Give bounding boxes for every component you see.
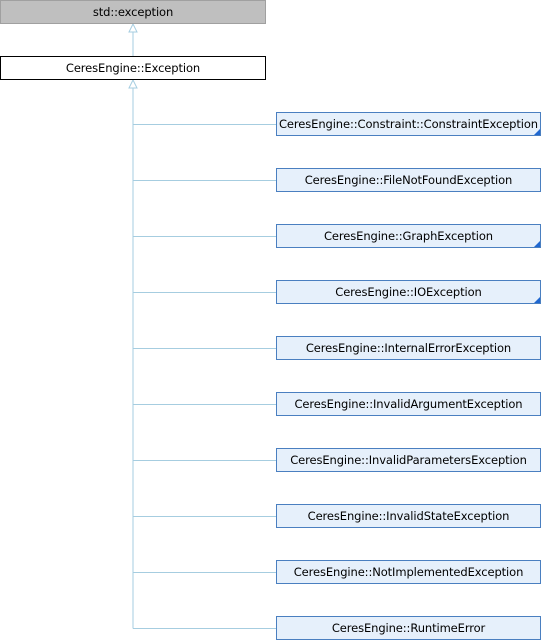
arrowhead-to-std-exception [128, 22, 138, 33]
node-label: CeresEngine::InvalidParametersException [290, 453, 527, 467]
child-class-node[interactable]: CeresEngine::InvalidStateException [276, 504, 541, 528]
child-class-node[interactable]: CeresEngine::IOException [276, 280, 541, 304]
node-label: CeresEngine::Exception [65, 61, 201, 75]
child-class-node[interactable]: CeresEngine::InternalErrorException [276, 336, 541, 360]
node-label: CeresEngine::InvalidStateException [307, 509, 510, 523]
node-label: CeresEngine::Constraint::ConstraintExcep… [279, 117, 538, 131]
child-class-node[interactable]: CeresEngine::GraphException [276, 224, 541, 248]
node-label: CeresEngine::IOException [335, 285, 482, 299]
node-label: CeresEngine::GraphException [324, 229, 493, 243]
node-ceresengine-exception: CeresEngine::Exception [0, 56, 266, 80]
child-class-node[interactable]: CeresEngine::Constraint::ConstraintExcep… [276, 112, 541, 136]
node-label: CeresEngine::InternalErrorException [305, 341, 512, 355]
node-label: CeresEngine::FileNotFoundException [304, 173, 513, 187]
child-class-node[interactable]: CeresEngine::InvalidParametersException [276, 448, 541, 472]
arrowhead-to-ceresengine-exception [128, 78, 138, 89]
child-class-node[interactable]: CeresEngine::InvalidArgumentException [276, 392, 541, 416]
node-label: CeresEngine::InvalidArgumentException [294, 397, 523, 411]
node-label: CeresEngine::NotImplementedException [293, 565, 524, 579]
node-label: std::exception [92, 5, 174, 19]
node-label: CeresEngine::RuntimeError [331, 621, 486, 635]
child-class-node[interactable]: CeresEngine::NotImplementedException [276, 560, 541, 584]
child-class-node[interactable]: CeresEngine::RuntimeError [276, 616, 541, 640]
child-class-node[interactable]: CeresEngine::FileNotFoundException [276, 168, 541, 192]
node-std-exception[interactable]: std::exception [0, 0, 266, 24]
